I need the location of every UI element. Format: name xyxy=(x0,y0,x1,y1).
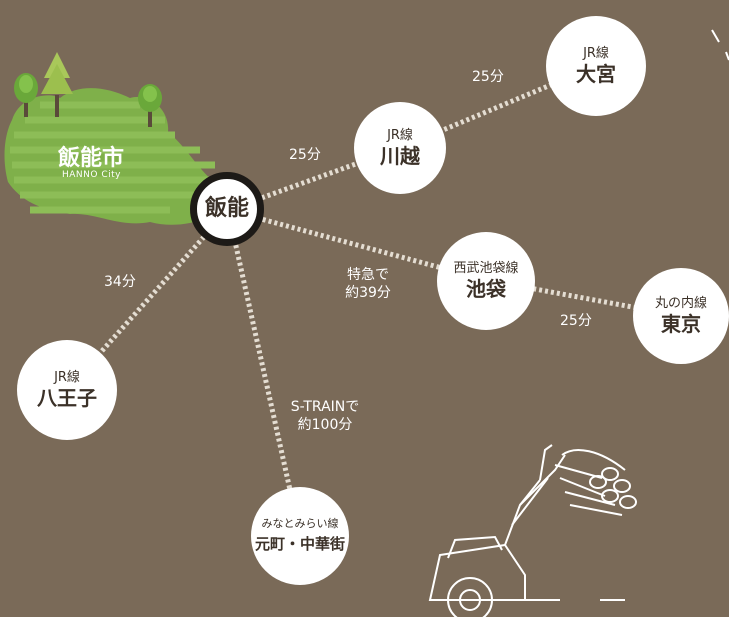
station-line: JR線 xyxy=(583,46,609,61)
log-loader-illustration xyxy=(428,444,637,617)
time-value: 約39分 xyxy=(345,285,391,301)
station-kawagoe[interactable]: JR線 川越 xyxy=(354,102,446,194)
pine-tree-icon xyxy=(41,52,73,117)
station-line: みなとみらい線 xyxy=(261,517,339,530)
time-hanno-ikebukuro: 特急で 約39分 xyxy=(328,266,408,302)
station-ikebukuro[interactable]: 西武池袋線 池袋 xyxy=(437,232,535,330)
time-value: 約100分 xyxy=(297,417,353,433)
route-hanno-hachioji xyxy=(65,208,230,392)
station-name: 川越 xyxy=(380,144,420,168)
time-note: S-TRAINで xyxy=(290,399,360,415)
station-motomachi[interactable]: みなとみらい線 元町・中華街 xyxy=(251,487,349,585)
time-hanno-hachioji: 34分 xyxy=(104,274,136,290)
station-name: 池袋 xyxy=(466,277,506,301)
time-kawagoe-omiya: 25分 xyxy=(472,69,504,85)
station-hanno[interactable]: 飯能 xyxy=(190,172,264,246)
station-line: 丸の内線 xyxy=(654,296,707,311)
station-name: 大宮 xyxy=(576,62,616,86)
tree-icon xyxy=(138,84,162,127)
station-name: 八王子 xyxy=(37,386,97,410)
city-name: 飯能市 xyxy=(58,146,125,171)
station-omiya[interactable]: JR線 大宮 xyxy=(546,16,646,116)
city-name-en: HANNO City xyxy=(62,170,121,180)
tree-icon xyxy=(14,73,38,117)
route-hanno-motomachi xyxy=(225,209,303,536)
station-line: JR線 xyxy=(387,128,413,143)
station-line: JR線 xyxy=(54,370,80,385)
station-tokyo[interactable]: 丸の内線 東京 xyxy=(633,268,729,364)
time-ikebukuro-tokyo: 25分 xyxy=(560,313,592,329)
time-hanno-kawagoe: 25分 xyxy=(289,147,321,163)
station-name: 飯能 xyxy=(204,196,249,221)
station-line: 西武池袋線 xyxy=(453,261,519,276)
time-hanno-motomachi: S-TRAINで 約100分 xyxy=(275,398,375,434)
misc-line-art xyxy=(711,29,729,61)
city-area-shape xyxy=(4,88,240,225)
station-hachioji[interactable]: JR線 八王子 xyxy=(17,340,117,440)
station-name: 元町・中華街 xyxy=(254,535,345,553)
station-name: 東京 xyxy=(661,312,701,336)
time-note: 特急で xyxy=(347,267,389,283)
